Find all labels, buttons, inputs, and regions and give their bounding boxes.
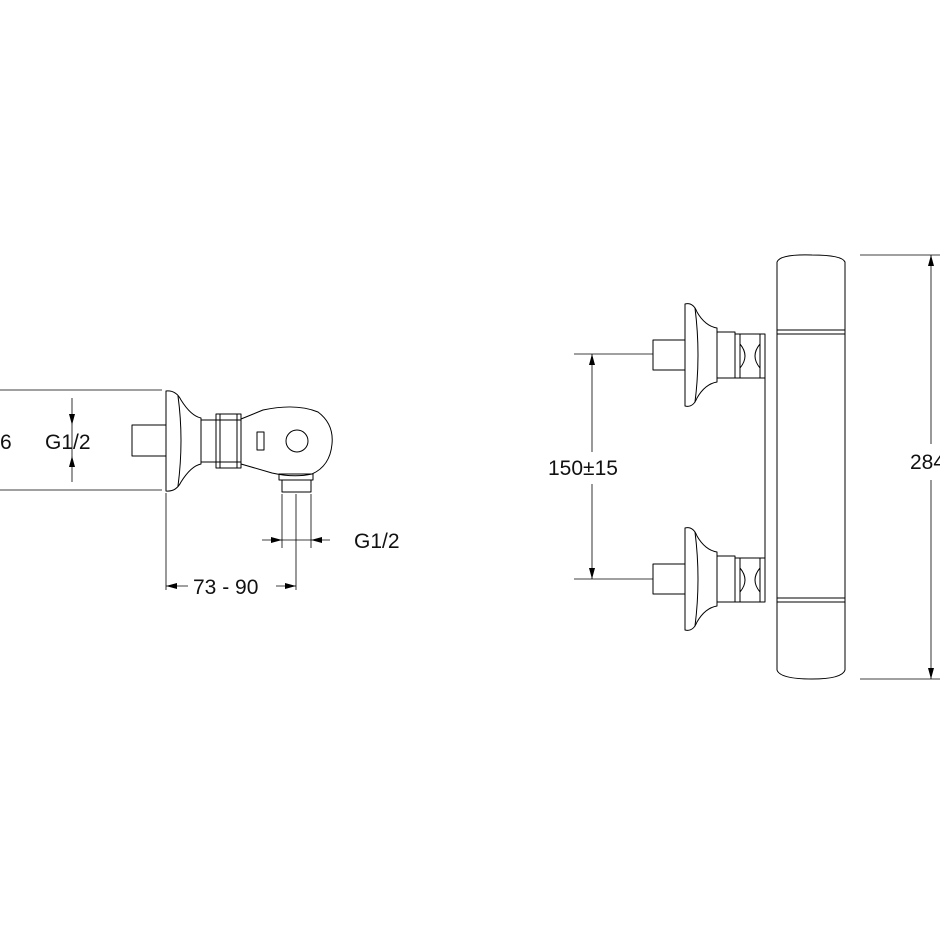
front-upper-pipe-stub [652, 339, 686, 371]
front-body-bottom-cap [776, 601, 846, 680]
front-dim-height-arrow-top [928, 255, 934, 266]
side-dim-inlet-arrow-bottom [69, 456, 75, 467]
side-pipe-stub [131, 424, 167, 457]
front-dim-spacing-arrow-top [589, 354, 595, 365]
side-label-cut-left: 6 [0, 431, 12, 454]
side-body-port [285, 429, 309, 453]
front-upper-flange [684, 303, 718, 407]
side-label-depth: 73 - 90 [193, 576, 258, 599]
front-lower-flange-inner [694, 531, 699, 627]
side-dim-outlet-arrow-left [271, 537, 282, 543]
front-lower-nut-hex [739, 567, 761, 593]
side-dim-outlet-arrow-right [311, 537, 322, 543]
front-label-height: 284 [910, 451, 940, 474]
side-coupling-nut [215, 413, 242, 469]
side-outlet-collar [278, 473, 314, 481]
front-upper-neck [716, 331, 736, 379]
front-body-top-cap [776, 254, 846, 331]
front-dim-height-arrow-bottom [928, 668, 934, 679]
side-outlet-stub [281, 479, 312, 493]
side-wall-flange [165, 390, 202, 492]
side-label-outlet-thread: G1/2 [354, 530, 400, 553]
front-lower-flange [684, 527, 718, 631]
side-dim-depth-arrow-left [166, 583, 177, 589]
side-dim-depth-arrow-right [285, 583, 296, 589]
side-dim-inlet-arrow-top [69, 414, 75, 425]
front-body-shaft [776, 329, 846, 603]
side-valve-body [240, 406, 333, 477]
front-upper-nut [734, 333, 766, 379]
front-inlet-upper [652, 303, 766, 407]
side-flange-inner [177, 395, 182, 487]
front-inlet-lower [652, 527, 766, 631]
front-upper-nut-hex [739, 343, 761, 369]
front-lower-pipe-stub [652, 563, 686, 595]
front-lower-nut [734, 557, 766, 603]
front-view: 150±15 284 [548, 254, 940, 680]
front-upper-flange-inner [694, 307, 699, 403]
side-label-inlet-thread: G1/2 [45, 431, 91, 454]
front-dim-spacing-arrow-bottom [589, 568, 595, 579]
side-view: 6 G1/2 G1/2 73 - 90 [0, 389, 400, 599]
front-lower-neck [716, 555, 736, 603]
side-body-notch [256, 431, 265, 451]
front-label-spacing: 150±15 [548, 457, 618, 480]
side-neck [200, 419, 217, 463]
